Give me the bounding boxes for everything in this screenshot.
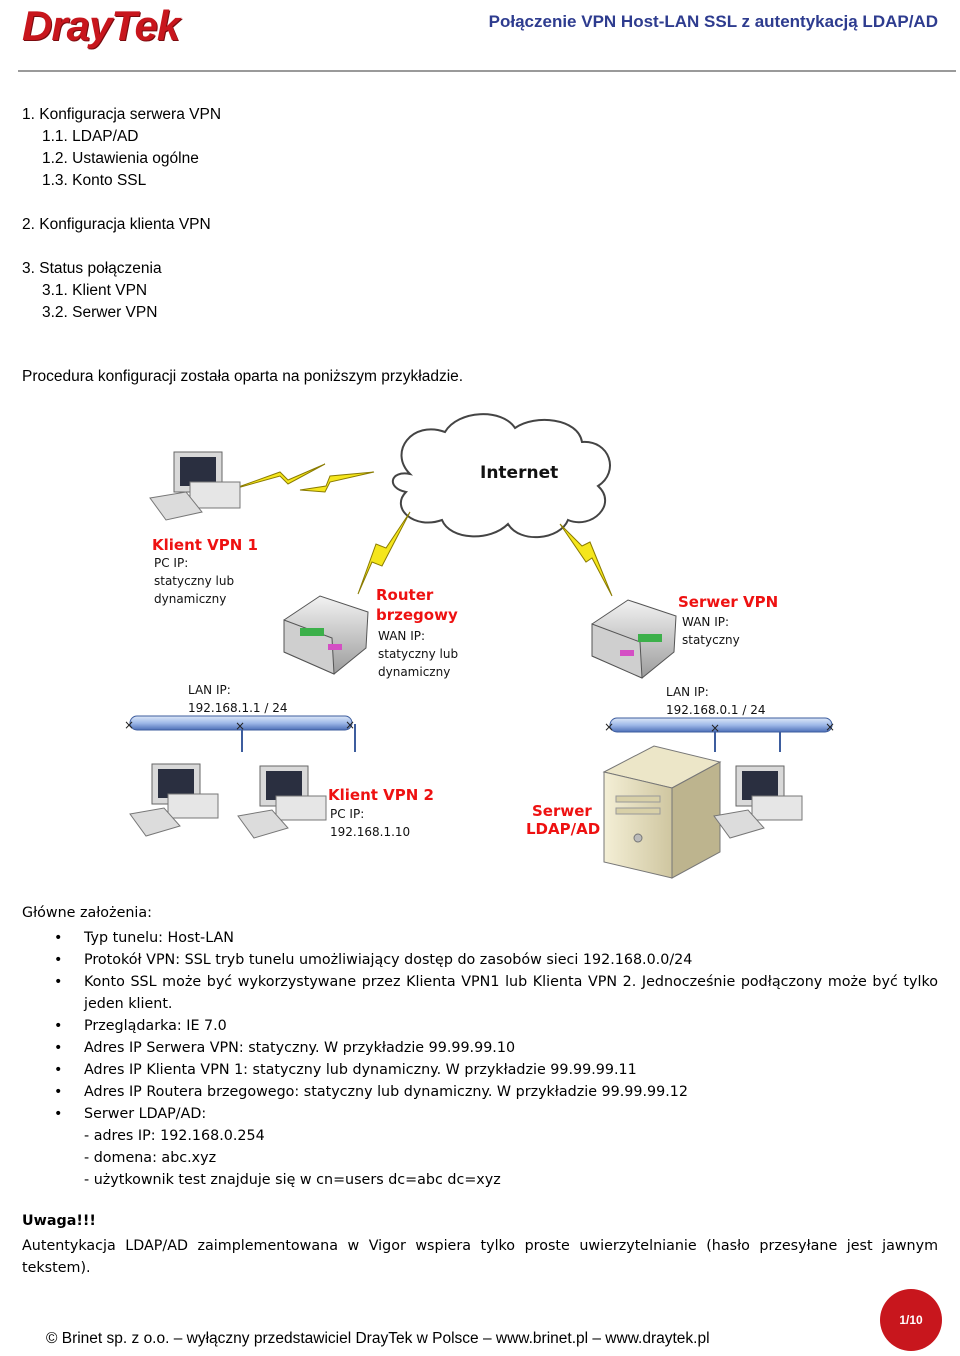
internet-label: Internet xyxy=(480,463,558,483)
lightning-icon xyxy=(299,471,375,493)
router-icon xyxy=(283,595,369,675)
router-title: Router xyxy=(376,586,434,604)
computer-icon xyxy=(129,763,219,837)
lan-right-label: LAN IP: xyxy=(666,685,709,699)
vpn-server-label: WAN IP: xyxy=(682,615,729,629)
lightning-icon xyxy=(357,511,411,595)
warning-heading: Uwaga!!! xyxy=(22,1213,96,1229)
client2-title: Klient VPN 2 xyxy=(328,786,434,804)
network-diagram: Internet Klient VPN 1 PC IP: statyczny l… xyxy=(124,413,835,879)
warning-text: Autentykacja LDAP/AD zaimplementowana w … xyxy=(22,1238,938,1276)
svg-text:×: × xyxy=(345,718,355,732)
list-item: Konto SSL może być wykorzystywane przez … xyxy=(22,971,938,1015)
list-item: Serwer LDAP/AD: - adres IP: 192.168.0.25… xyxy=(22,1103,938,1191)
internet-cloud: Internet xyxy=(392,413,611,538)
toc-subitem: 1.3. Konto SSL xyxy=(42,172,147,189)
svg-text:×: × xyxy=(235,719,245,733)
list-item: Adres IP Routera brzegowego: statyczny l… xyxy=(22,1081,938,1103)
toc-item: 1. Konfiguracja serwera VPN xyxy=(22,106,222,123)
router-label: dynamiczny xyxy=(378,665,450,679)
list-item: Typ tunelu: Host-LAN xyxy=(22,927,938,949)
lan-left-label: LAN IP: xyxy=(188,683,231,697)
toc-subitem: 1.2. Ustawienia ogólne xyxy=(42,150,199,167)
router-icon xyxy=(591,599,677,679)
ldap-detail: - użytkownik test znajduje się w cn=user… xyxy=(84,1172,501,1188)
list-item: Protokół VPN: SSL tryb tunelu umożliwiaj… xyxy=(22,949,938,971)
ldap-title: Serwer xyxy=(532,802,592,820)
toc-item: 3. Status połączenia xyxy=(22,260,162,277)
list-item: Adres IP Serwera VPN: statyczny. W przyk… xyxy=(22,1037,938,1059)
toc-subitem: 3.2. Serwer VPN xyxy=(42,304,158,321)
ldap-detail: - domena: abc.xyz xyxy=(84,1150,217,1166)
server-tower-icon xyxy=(602,745,722,879)
computer-icon xyxy=(713,765,803,839)
computer-icon xyxy=(237,765,327,839)
ldap-detail: - adres IP: 192.168.0.254 xyxy=(84,1128,265,1144)
toc-subitem: 3.1. Klient VPN xyxy=(42,282,148,299)
svg-text:×: × xyxy=(825,720,835,734)
page-number-badge: 1/10 xyxy=(880,1289,942,1351)
lan-right-label: 192.168.0.1 / 24 xyxy=(666,703,765,717)
list-item: Przeglądarka: IE 7.0 xyxy=(22,1015,938,1037)
lightning-icon xyxy=(229,463,326,491)
document-title: Połączenie VPN Host-LAN SSL z autentykac… xyxy=(488,12,938,31)
vpn-server-label: statyczny xyxy=(682,633,740,647)
assumptions-heading: Główne założenia: xyxy=(22,905,152,921)
list-item: Adres IP Klienta VPN 1: statyczny lub dy… xyxy=(22,1059,938,1081)
client2-label: PC IP: xyxy=(330,807,364,821)
router-label: WAN IP: xyxy=(378,629,425,643)
ldap-title: LDAP/AD xyxy=(526,820,600,838)
assumptions-list: Typ tunelu: Host-LAN Protokół VPN: SSL t… xyxy=(22,927,938,1191)
lan-segment-right: × × × xyxy=(604,717,835,735)
table-of-contents: 1. Konfiguracja serwera VPN 1.1. LDAP/AD… xyxy=(22,104,221,324)
draytek-logo: DrayTek xyxy=(22,2,180,49)
router-title: brzegowy xyxy=(376,606,458,624)
svg-text:×: × xyxy=(710,721,720,735)
client1-label: dynamiczny xyxy=(154,592,226,606)
client2-label: 192.168.1.10 xyxy=(330,825,410,839)
lan-left-label: 192.168.1.1 / 24 xyxy=(188,701,287,715)
toc-item: 2. Konfiguracja klienta VPN xyxy=(22,216,211,233)
header-divider xyxy=(18,70,956,72)
intro-text: Procedura konfiguracji została oparta na… xyxy=(22,368,464,385)
ldap-server-heading: Serwer LDAP/AD: xyxy=(84,1106,207,1122)
router-label: statyczny lub xyxy=(378,647,458,661)
toc-subitem: 1.1. LDAP/AD xyxy=(42,128,139,145)
page-header: DrayTek Połączenie VPN Host-LAN SSL z au… xyxy=(0,0,960,74)
svg-text:×: × xyxy=(124,718,134,732)
client1-title: Klient VPN 1 xyxy=(152,536,258,554)
lightning-icon xyxy=(559,523,613,597)
client1-label: PC IP: xyxy=(154,556,188,570)
footer-text: © Brinet sp. z o.o. – wyłączny przedstaw… xyxy=(46,1330,710,1347)
computer-icon xyxy=(149,451,241,521)
client1-label: statyczny lub xyxy=(154,574,234,588)
lan-segment-left: × × × xyxy=(124,715,355,733)
vpn-server-title: Serwer VPN xyxy=(678,593,778,611)
svg-text:×: × xyxy=(604,720,614,734)
